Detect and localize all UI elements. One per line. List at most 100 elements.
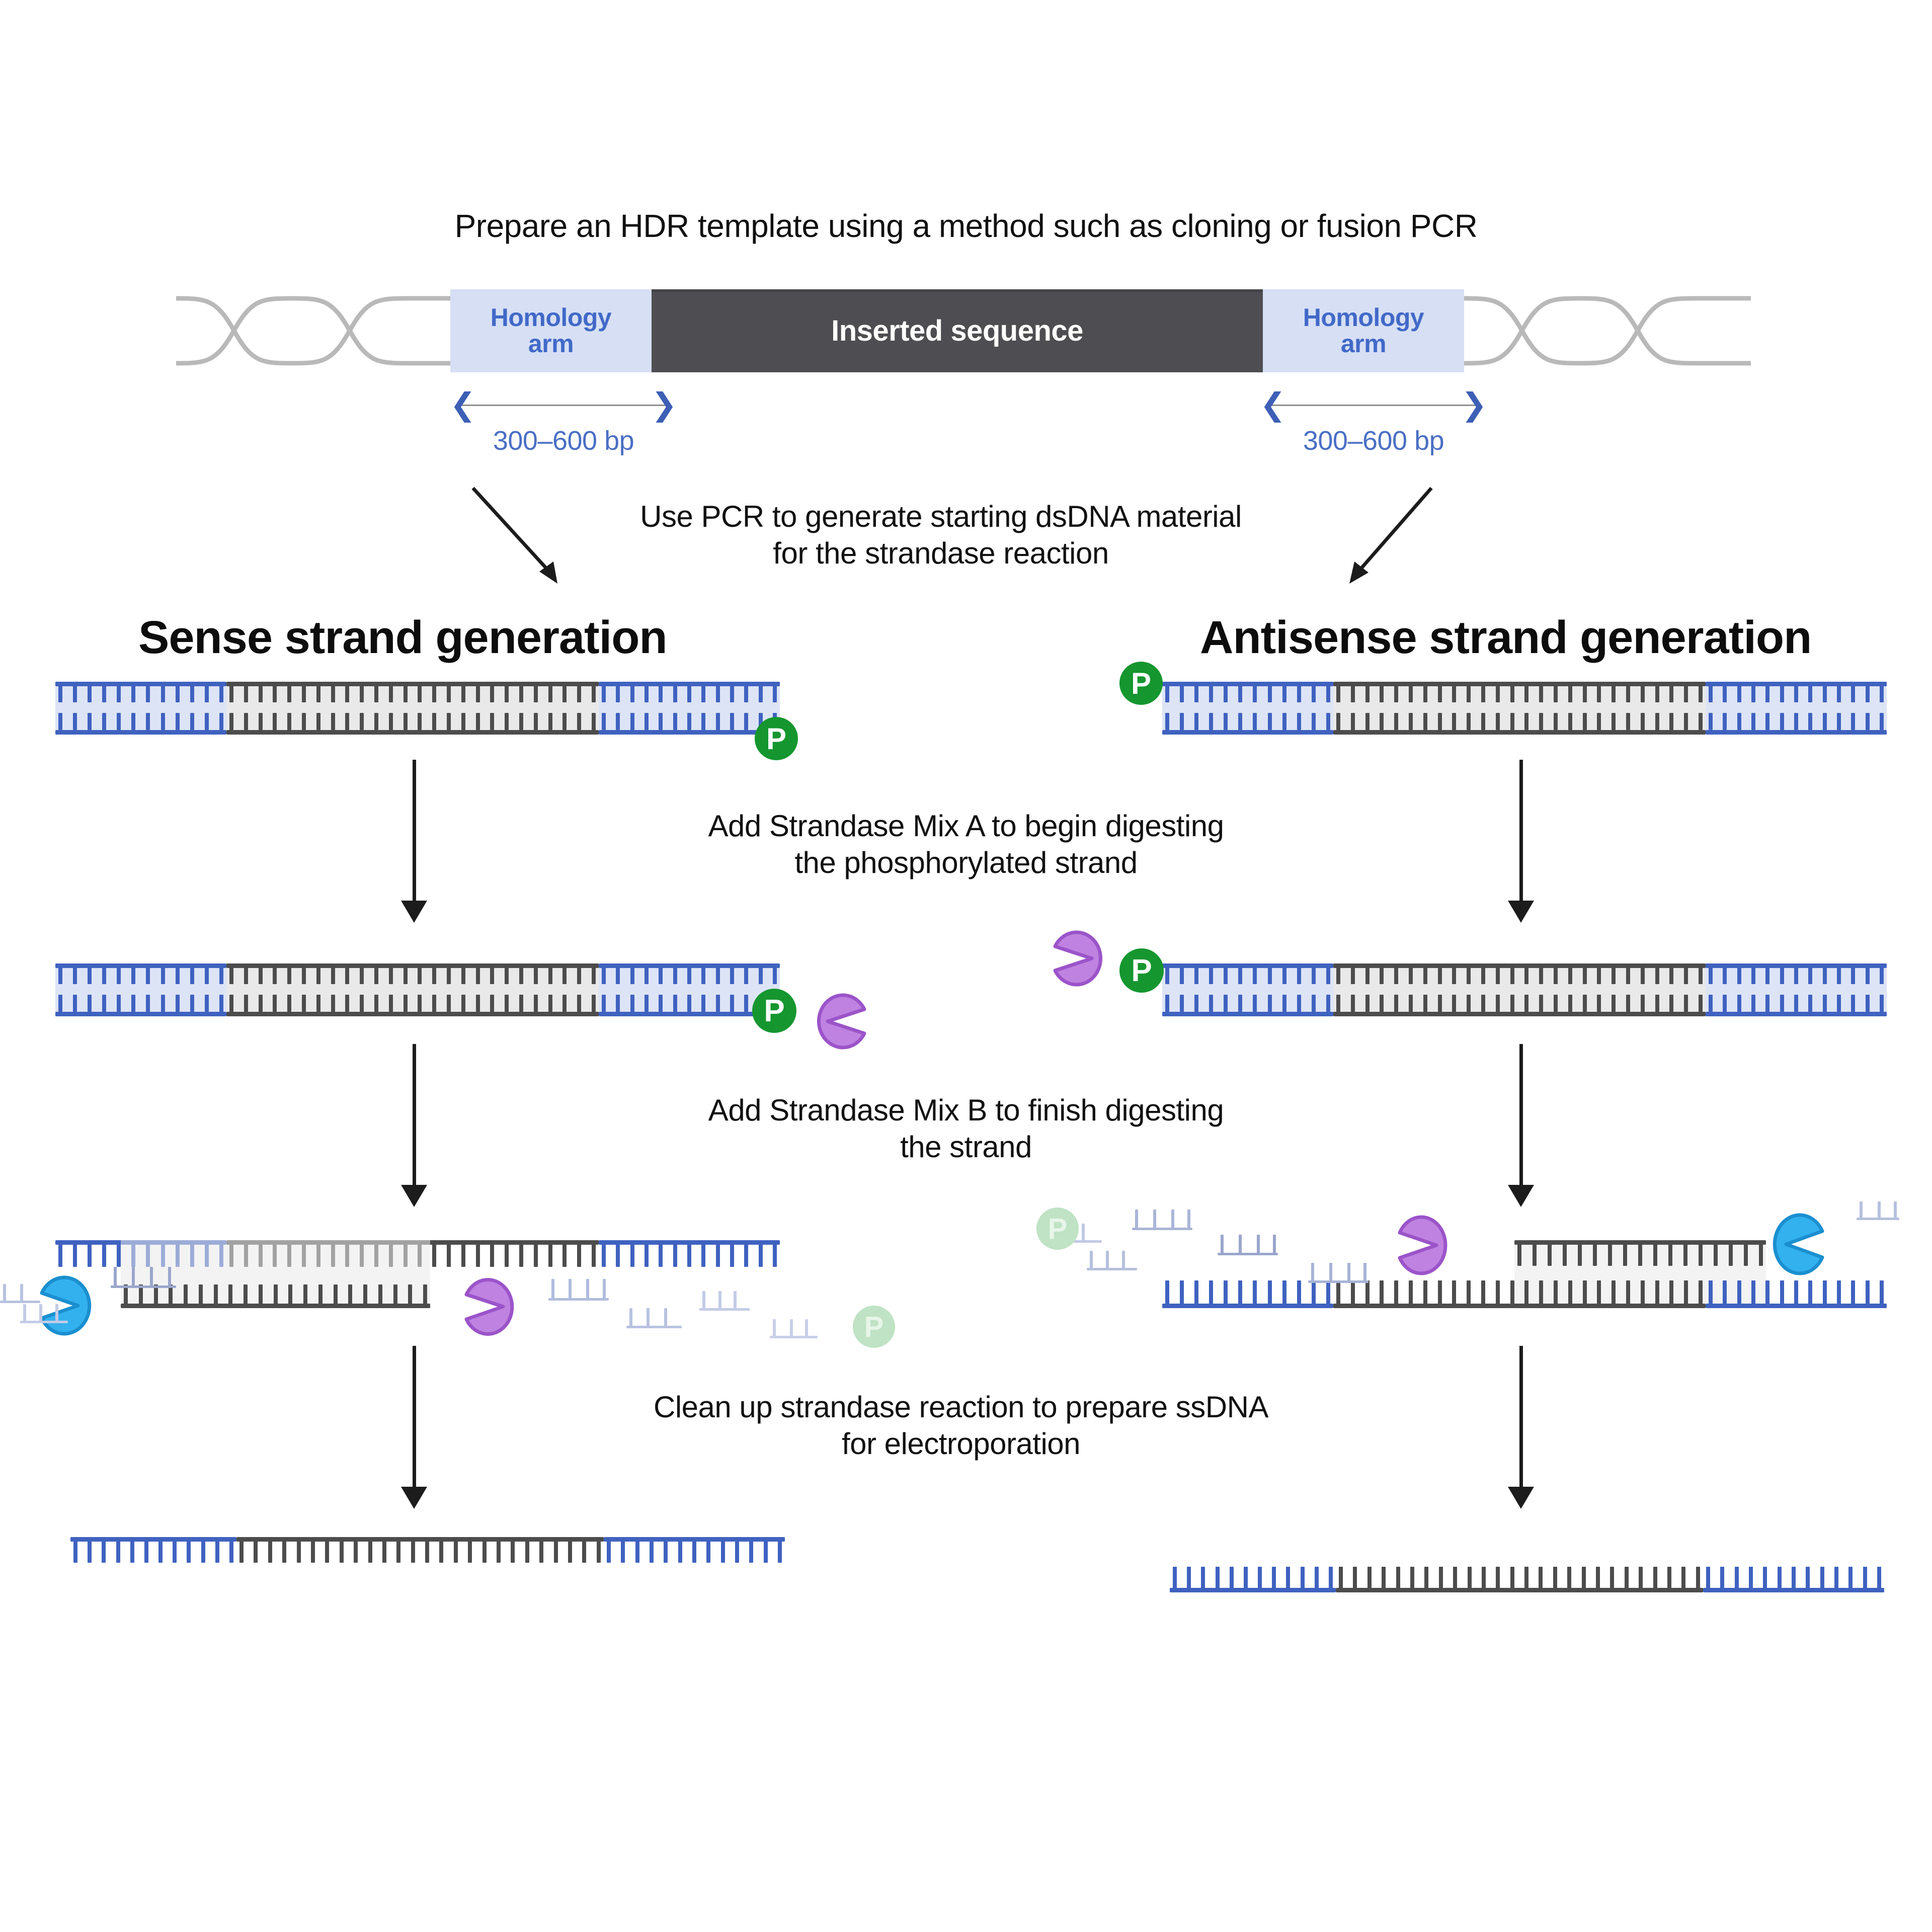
step-text-mix-a: Add Strandase Mix A to begin digesting t… <box>708 809 1224 880</box>
ssdna-backbone-right <box>604 1537 785 1542</box>
ssdna-ticks-left <box>1173 1567 1333 1589</box>
dna-top-ticks-left <box>1165 685 1330 702</box>
measure-right-bar <box>1272 405 1475 406</box>
flow-arrowhead-antisense-3 <box>1508 1487 1534 1509</box>
dna-antisense-stage2 <box>1162 963 1887 1016</box>
dna-top-ticks-right <box>1709 967 1884 984</box>
measure-right-arrowhead-end: ❯ <box>1461 387 1487 422</box>
dna-double-helix-icon-left <box>176 289 450 372</box>
dna-bottom-ticks-insert <box>1336 713 1703 730</box>
dna-bottom-backbone-remaining <box>121 1304 430 1308</box>
ssdna-backbone-right <box>1703 1588 1884 1592</box>
phosphate-label: P <box>1131 666 1152 700</box>
dna-antisense-stage1 <box>1162 682 1887 735</box>
dna-top-ticks-right <box>602 967 777 984</box>
dna-bottom-ticks-left <box>1165 713 1330 730</box>
dna-bottom-ticks-insert <box>229 995 596 1012</box>
flow-arrow-antisense-3 <box>1519 1346 1523 1492</box>
measure-right-label: 300–600 bp <box>1303 426 1444 456</box>
phosphate-circle-icon-sense-stage1: P <box>755 717 798 760</box>
dna-bottom-backbone-left <box>1162 1012 1333 1016</box>
phosphate-label: P <box>1048 1212 1068 1245</box>
dna-bottom-ticks-left <box>58 713 223 730</box>
dna-top-ticks-right <box>602 1244 777 1267</box>
template-homology-arm-left: Homology arm <box>450 289 652 372</box>
measure-left-arrowhead-start: ❮ <box>450 387 476 422</box>
debris-fragments-sense <box>0 1248 906 1379</box>
step-text-prepare-template: Prepare an HDR template using a method s… <box>454 208 1478 244</box>
pacman-enzyme-purple-icon-antisense-stage2 <box>1044 923 1135 994</box>
dna-bottom-backbone-insert <box>1333 730 1706 735</box>
flow-arrowhead-sense-1 <box>401 901 427 923</box>
dna-bottom-ticks-right <box>1709 995 1884 1012</box>
dna-top-backbone-right <box>599 682 780 686</box>
phosphate-label: P <box>766 721 787 756</box>
dna-bottom-backbone-left <box>1162 1304 1333 1308</box>
dna-fill-arm-left <box>1162 682 1333 735</box>
diagonal-arrow-left <box>471 487 557 584</box>
hdr-template-bar: Homology arm Inserted sequence Homology … <box>176 289 1751 372</box>
dna-bottom-ticks-right <box>1709 713 1884 730</box>
dna-top-ticks-insert <box>1336 685 1703 702</box>
homology-arm-left-label: Homology arm <box>490 303 612 358</box>
dna-bottom-backbone-insert <box>1333 1012 1706 1016</box>
pacman-enzyme-purple-icon-sense-stage2 <box>785 986 875 1057</box>
template-homology-arm-right: Homology arm <box>1263 289 1464 372</box>
dna-bottom-ticks-insert <box>229 713 596 730</box>
step-text-pcr: Use PCR to generate starting dsDNA mater… <box>640 500 1242 571</box>
dna-top-ticks-insert <box>229 685 596 702</box>
ssdna-ticks-right <box>1706 1567 1881 1589</box>
dna-antisense-final-ssdna <box>1170 1562 1884 1592</box>
dna-top-backbone-insert <box>1333 682 1706 686</box>
flow-arrowhead-sense-2 <box>401 1185 427 1207</box>
dna-bottom-backbone-right <box>1706 1304 1887 1308</box>
dna-bottom-backbone-insert <box>1333 1304 1706 1308</box>
phosphate-circle-icon-antisense-stage1: P <box>1119 662 1163 705</box>
dna-fill-arm-left <box>55 682 226 735</box>
dna-top-backbone-right <box>599 1240 780 1245</box>
pacman-enzyme-blue-icon-sense-stage3 <box>28 1268 123 1343</box>
dna-top-ticks-insert <box>1336 967 1703 984</box>
dna-antisense-stage3 <box>1162 1240 1887 1311</box>
ssdna-backbone-left <box>70 1537 236 1542</box>
dna-top-ticks-remaining <box>1517 1244 1763 1266</box>
flow-arrowhead-antisense-1 <box>1508 901 1534 923</box>
dna-top-backbone-right <box>1706 963 1887 968</box>
dna-bottom-backbone-right <box>599 730 780 735</box>
flow-arrow-antisense-2 <box>1519 1044 1523 1190</box>
ssdna-ticks-left <box>73 1541 233 1563</box>
dna-bottom-ticks-left <box>58 995 223 1012</box>
dna-sense-final-ssdna <box>70 1537 785 1567</box>
pacman-enzyme-purple-icon-antisense-stage3 <box>1389 1208 1479 1283</box>
dna-top-ticks-left <box>1165 967 1330 984</box>
dna-top-backbone-left <box>1162 963 1333 968</box>
measure-left-bar <box>462 405 665 406</box>
dna-sense-stage2 <box>55 963 780 1016</box>
dna-top-backbone-remaining <box>1514 1240 1766 1245</box>
dna-top-ticks-insert <box>229 967 596 984</box>
column-title-sense: Sense strand generation <box>138 612 668 663</box>
dna-top-backbone-right <box>1706 682 1887 686</box>
phosphate-label: P <box>864 1310 884 1343</box>
dna-top-backbone-left <box>55 963 226 968</box>
ssdna-backbone-insert <box>1336 1588 1703 1592</box>
flow-arrowhead-sense-3 <box>401 1487 427 1509</box>
column-title-antisense: Antisense strand generation <box>1200 612 1812 663</box>
pacman-enzyme-purple-icon-sense-stage3 <box>455 1270 546 1343</box>
dna-bottom-backbone-insert <box>226 1012 599 1016</box>
measure-arrow-left: ❮ ❯ <box>450 389 677 421</box>
step-text-cleanup: Clean up strandase reaction to prepare s… <box>653 1390 1269 1461</box>
measure-left-arrowhead-end: ❯ <box>651 387 677 422</box>
flow-arrow-antisense-1 <box>1519 760 1523 906</box>
dna-top-backbone-insert <box>226 682 599 686</box>
dna-bottom-backbone-left <box>55 730 226 735</box>
dna-bottom-backbone-right <box>1706 730 1887 735</box>
pacman-enzyme-blue-icon-antisense-stage3 <box>1741 1205 1836 1283</box>
dna-top-backbone-left <box>55 682 226 686</box>
flow-arrow-sense-1 <box>413 760 416 906</box>
inserted-sequence-label: Inserted sequence <box>831 314 1083 347</box>
ssdna-ticks-insert <box>1339 1567 1700 1589</box>
dna-sense-stage1 <box>55 682 780 735</box>
measure-left-label: 300–600 bp <box>493 426 634 456</box>
dna-double-helix-icon-right <box>1464 289 1751 372</box>
